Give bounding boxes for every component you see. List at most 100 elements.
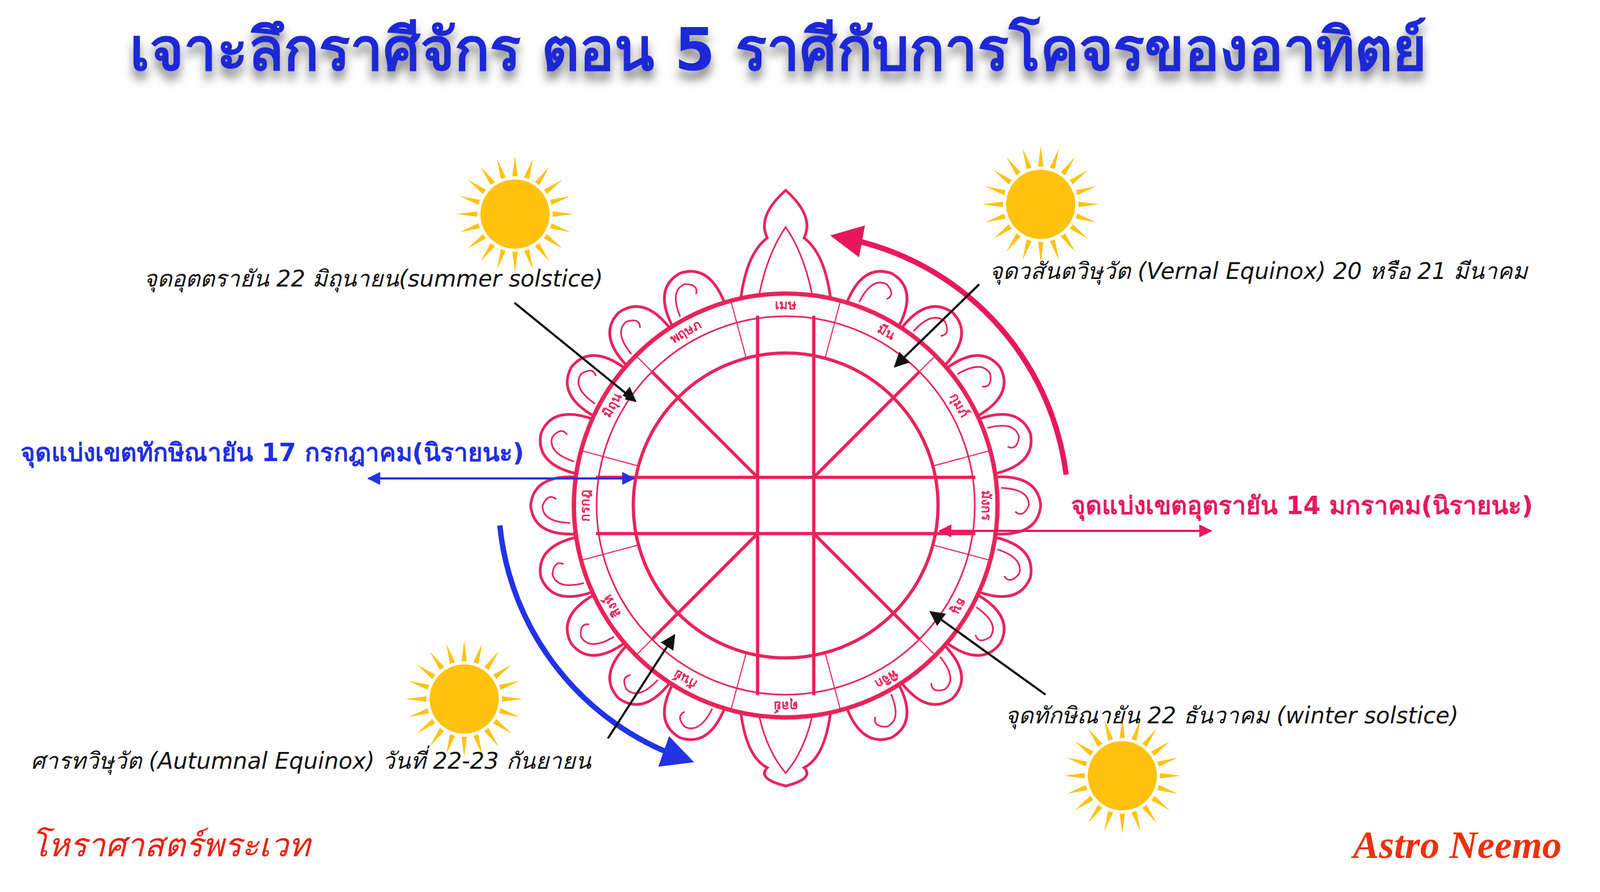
ornament-curl	[975, 606, 993, 640]
sun-icon	[405, 640, 523, 758]
ornament-curl	[987, 425, 1019, 448]
sun-ray	[1088, 728, 1103, 747]
sun-ray	[1060, 157, 1075, 176]
boundary-label: จุดแบ่งเขตทักษิณายัน 17 กรกฎาคม(นิรายนะ)	[20, 437, 525, 468]
sign-divider	[932, 450, 990, 466]
sun-ray	[1006, 233, 1021, 252]
sign-divider	[932, 544, 990, 560]
sun-ray	[1151, 741, 1170, 756]
ornament-curl	[1001, 487, 1029, 514]
ornament-petal	[530, 476, 578, 534]
sun-ray	[1063, 772, 1085, 779]
sun-ray	[524, 158, 534, 179]
sun-ray	[497, 158, 507, 179]
sun-ray	[484, 727, 499, 747]
ornament-curl	[578, 370, 596, 404]
sun-disc	[1006, 169, 1076, 239]
sign-divider	[580, 544, 639, 560]
sun-ray	[1142, 728, 1157, 747]
ornament-petal	[994, 476, 1041, 534]
sun-icon	[982, 145, 1100, 263]
sun-ray	[1069, 170, 1089, 185]
sign-divider	[731, 652, 747, 710]
sun-ray	[1060, 233, 1075, 252]
inner-circle	[633, 352, 939, 658]
sun-path-arrow	[499, 525, 682, 758]
sun-ray	[552, 211, 574, 217]
sun-ray	[1022, 239, 1033, 260]
sun-ray	[446, 643, 456, 664]
sun-ray	[1066, 757, 1088, 767]
callout-text: จุดวสันตวิษุวัต (Vernal Equinox) 20 หรือ…	[989, 257, 1528, 285]
sun-ray	[499, 680, 520, 691]
sun-ray	[993, 224, 1013, 239]
sign-divider	[731, 300, 747, 358]
sun-ray	[473, 643, 483, 664]
boundary-label: จุดแบ่งเขตอุตรายัน 14 มกราคม(นิรายนะ)	[1070, 490, 1533, 521]
sun-ray	[484, 651, 499, 671]
sign-divider	[825, 300, 841, 358]
zodiac-wheel	[573, 293, 998, 718]
sun-ray	[1088, 804, 1103, 823]
sun-ray	[1075, 213, 1097, 223]
ornament-border	[530, 190, 1041, 786]
sun-ray	[1075, 795, 1094, 810]
ornament-curl	[931, 656, 951, 691]
sun-ray	[1157, 784, 1178, 794]
sun-ray	[408, 707, 430, 718]
sun-ray	[993, 170, 1013, 185]
sun-ray	[1022, 148, 1033, 170]
sun-ray	[480, 243, 495, 262]
sun-ray	[493, 664, 512, 679]
sun-ray	[1075, 186, 1097, 196]
sun-ray	[1142, 804, 1157, 823]
sun-ray	[550, 196, 571, 206]
house-grid	[596, 315, 976, 695]
callout-text: จุดทักษิณายัน 22 ธันวาคม (winter solstic…	[1005, 701, 1459, 729]
sun-ray	[467, 179, 487, 194]
sun-ray	[493, 718, 512, 733]
callout-text: ศารทวิษุวัต (Autumnal Equinox) วันที่ 22…	[30, 747, 592, 775]
sun-ray	[534, 243, 550, 262]
sun-ray	[985, 213, 1006, 223]
ornament-curl	[624, 674, 658, 694]
sign-divider	[825, 652, 841, 710]
ornament-curl	[859, 282, 892, 303]
ornament-finial-line	[759, 226, 813, 295]
sun-ray	[1104, 810, 1114, 832]
zodiac-sign: เมษ	[773, 297, 798, 313]
footer-text: Astro Neemo	[1353, 821, 1562, 868]
sun-ray	[459, 223, 480, 233]
sun-icon	[1063, 717, 1181, 834]
sun-ray	[430, 651, 445, 671]
zodiac-sign: มังกร	[978, 489, 995, 522]
sun-ray	[550, 223, 571, 233]
ornament-curl	[957, 366, 991, 387]
ornament-curl	[542, 496, 571, 523]
footer-text: โหราศาสตร์พระเวท	[30, 825, 311, 865]
outer-ring	[573, 293, 998, 718]
sun-ray	[1157, 757, 1178, 767]
sun-ray	[1160, 772, 1181, 779]
sun-disc	[429, 664, 499, 734]
zodiac-sign: กรกฎ	[577, 488, 594, 523]
sun-ray	[417, 664, 436, 679]
sun-ray	[544, 179, 563, 194]
title: เจาะลึกราศีจักร ตอน 5 ราศีกับการโคจรของอ…	[129, 14, 1427, 85]
sun-ray	[544, 233, 563, 249]
sun-icon	[456, 155, 574, 273]
sun-ray	[501, 695, 523, 702]
sun-ray	[480, 166, 495, 186]
sun-ray	[534, 166, 550, 186]
sun-ray	[456, 211, 478, 217]
sun-ray	[1131, 810, 1141, 832]
sign-divider	[580, 450, 639, 466]
sun-ray	[982, 201, 1003, 207]
sun-ray	[1038, 145, 1044, 167]
sun-ray	[1069, 224, 1089, 239]
sun-ray	[1049, 148, 1060, 170]
sun-ray	[1119, 813, 1126, 834]
ornament-curl	[620, 320, 640, 354]
callout-text: จุดอุตตรายัน 22 มิถุนายน(summer solstice…	[143, 265, 604, 293]
sun-disc	[480, 179, 550, 249]
